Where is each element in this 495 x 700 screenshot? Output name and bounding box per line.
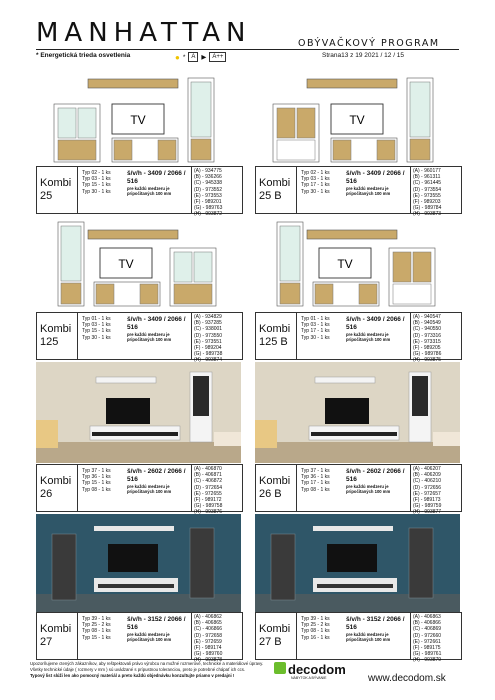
decodom-logo-subtitle: NÁBYTOK A BÝVANIE: [291, 676, 327, 680]
decodom-logo: decodom: [288, 662, 346, 677]
energy-note: * Energetická trieda osvetlenia: [36, 52, 131, 59]
energy-class: ● * A ▶ A++: [175, 52, 227, 62]
set-name: Kombi 25: [37, 167, 78, 213]
set-codes: (A) - 934829(B) - 937285(C) - 938001(D) …: [191, 313, 242, 363]
kombi-26b-photo: [255, 362, 460, 463]
bulb-icon: ●: [175, 52, 180, 62]
set-codes: (A) - 406207(B) - 406209(C) - 406210(D) …: [410, 465, 461, 515]
page-info: Strana13 z 19 2021 / 12 / 15: [322, 52, 405, 59]
set-name: Kombi 125: [37, 313, 78, 359]
set-name: Kombi 26 B: [256, 465, 297, 511]
set-codes: (A) - 940547(B) - 940549(C) - 940550(D) …: [410, 313, 461, 363]
kombi-25b-drawing: TV: [255, 76, 460, 166]
tv-label: TV: [118, 257, 133, 271]
kombi-125b-drawing: TV: [255, 220, 460, 310]
set-codes: (A) - 406870(B) - 406871(C) - 406872(D) …: [191, 465, 242, 515]
energy-to: A++: [209, 52, 227, 62]
header-divider: [36, 49, 459, 50]
energy-star: *: [182, 53, 186, 61]
set-name: Kombi 125 B: [256, 313, 297, 359]
kombi-26-photo: [36, 362, 241, 463]
tv-label: TV: [349, 113, 364, 127]
page-subtitle: OBÝVAČKOVÝ PROGRAM: [298, 38, 440, 49]
set-codes: (A) - 406863(B) - 406866(C) - 406869(D) …: [410, 613, 461, 663]
decodom-logo-icon: [274, 662, 286, 674]
kombi-125-drawing: TV: [36, 220, 241, 310]
set-codes: (A) - 934775(B) - 936266(C) - 945338(D) …: [191, 167, 242, 217]
arrow-icon: ▶: [201, 54, 207, 61]
tv-label: TV: [337, 257, 352, 271]
set-name: Kombi 27: [37, 613, 78, 659]
energy-from: A: [188, 52, 199, 62]
set-name: Kombi 26: [37, 465, 78, 511]
set-codes: (A) - 406862(B) - 406865(C) - 406866(D) …: [191, 613, 242, 663]
kombi-27-photo: [36, 514, 241, 612]
kombi-27b-photo: [255, 514, 460, 612]
tv-label: TV: [130, 113, 145, 127]
page-title: MANHATTAN: [36, 18, 252, 48]
website-link[interactable]: www.decodom.sk: [368, 673, 446, 684]
footer-disclaimer: Upozorňujeme ctených zákazníkov, aby reš…: [30, 661, 264, 678]
set-name: Kombi 25 B: [256, 167, 297, 213]
set-name: Kombi 27 B: [256, 613, 297, 659]
set-codes: (A) - 960177(B) - 961311(C) - 961445(D) …: [410, 167, 461, 217]
kombi-25-drawing: TV: [36, 76, 241, 166]
